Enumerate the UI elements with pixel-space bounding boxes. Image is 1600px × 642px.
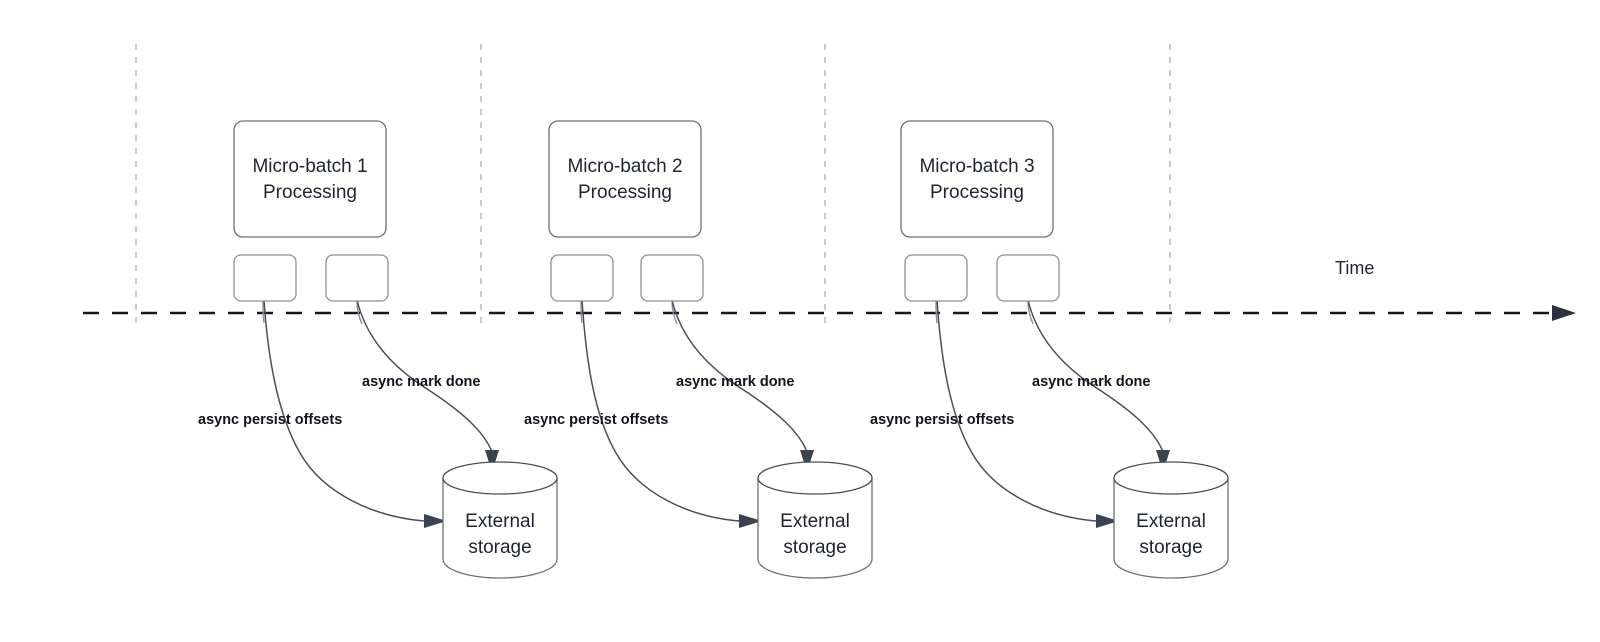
external-storage-3[interactable]: External storage — [1113, 461, 1229, 579]
micro-batch-box-label-2-line2: Processing — [578, 182, 672, 203]
micro-batch-box-1[interactable] — [233, 120, 387, 238]
task-box-1a[interactable] — [233, 254, 297, 302]
task-a-stub-3 — [935, 300, 938, 324]
micro-batch-box-label-2-line1: Micro-batch 2 — [567, 156, 682, 177]
mark-done-arrowhead-1 — [485, 450, 499, 472]
external-storage-1[interactable]: External storage — [442, 461, 558, 579]
mark-done-curve-2 — [671, 299, 808, 453]
mark-done-label-2: async mark done — [676, 374, 794, 390]
task-box-3a[interactable] — [904, 254, 968, 302]
mark-done-arrowhead-3 — [1156, 450, 1170, 472]
task-box-1b[interactable] — [325, 254, 389, 302]
mark-done-curve-3 — [1027, 299, 1164, 453]
persist-offsets-arrowhead-2 — [739, 514, 762, 528]
task-box-2a[interactable] — [550, 254, 614, 302]
persist-offsets-label-2: async persist offsets — [524, 412, 668, 428]
micro-batch-group-3: Micro-batch 3 Processing async mark done… — [870, 120, 1229, 579]
persist-offsets-curve-1 — [263, 299, 425, 522]
persist-offsets-curve-2 — [581, 299, 740, 522]
mark-done-label-3: async mark done — [1032, 374, 1150, 390]
micro-batch-box-label-1-line1: Micro-batch 1 — [252, 156, 367, 177]
persist-offsets-label-3: async persist offsets — [870, 412, 1014, 428]
persist-offsets-arrowhead-1 — [424, 514, 447, 528]
time-axis-label: Time — [1335, 258, 1374, 278]
mark-done-label-1: async mark done — [362, 374, 480, 390]
mark-done-arrowhead-2 — [800, 450, 814, 472]
task-box-2b[interactable] — [640, 254, 704, 302]
mark-done-curve-1 — [356, 299, 493, 453]
micro-batch-box-label-1-line2: Processing — [263, 182, 357, 203]
time-axis-arrowhead — [1552, 305, 1576, 321]
micro-batch-box-2[interactable] — [548, 120, 702, 238]
batch-boundary-dividers — [135, 44, 1171, 328]
micro-batch-box-label-3-line1: Micro-batch 3 — [919, 156, 1034, 177]
external-storage-1-label-line2: storage — [468, 537, 531, 558]
micro-batch-box-label-3-line2: Processing — [930, 182, 1024, 203]
time-axis: Time — [83, 258, 1576, 321]
persist-offsets-curve-3 — [936, 299, 1097, 522]
micro-batch-box-3[interactable] — [900, 120, 1054, 238]
external-storage-2-label-line2: storage — [783, 537, 846, 558]
task-box-3b[interactable] — [996, 254, 1060, 302]
external-storage-2[interactable]: External storage — [757, 461, 873, 579]
external-storage-2-label-line1: External — [780, 511, 850, 532]
external-storage-1-label-line1: External — [465, 511, 535, 532]
persist-offsets-arrowhead-3 — [1096, 514, 1119, 528]
task-a-stub-2 — [580, 300, 583, 324]
micro-batch-group-1: Micro-batch 1 Processing async mark done… — [198, 120, 558, 579]
external-storage-3-label-line1: External — [1136, 511, 1206, 532]
persist-offsets-label-1: async persist offsets — [198, 412, 342, 428]
task-a-stub-1 — [262, 300, 265, 324]
external-storage-3-label-line2: storage — [1139, 537, 1202, 558]
micro-batch-group-2: Micro-batch 2 Processing async mark done… — [524, 120, 873, 579]
